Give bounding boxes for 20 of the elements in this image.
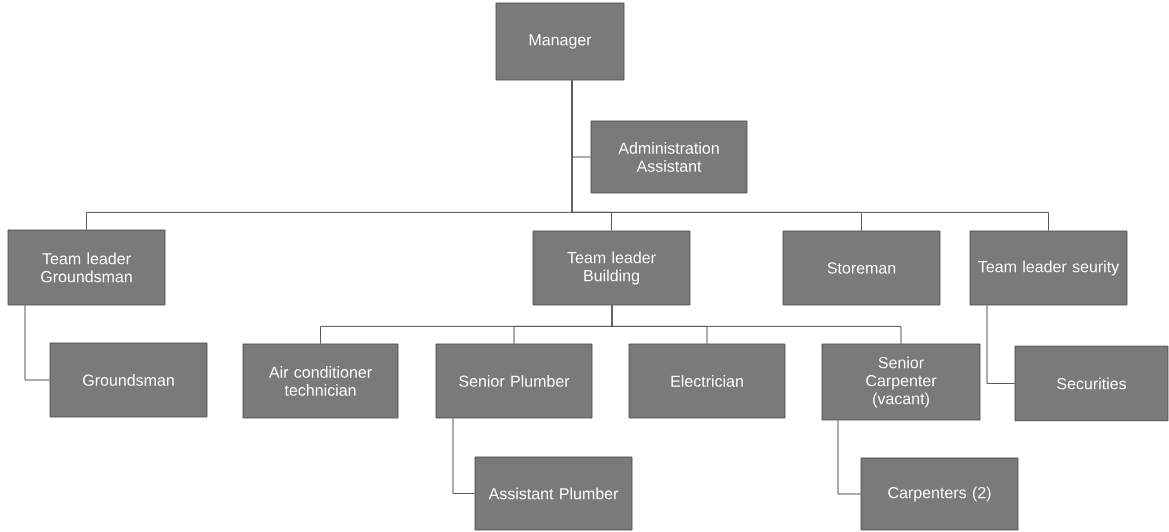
org-box: Groundsman: [49, 342, 208, 418]
connector-line: [571, 79, 1049, 232]
org-box: Senior Plumber: [435, 343, 593, 419]
org-box: Administration Assistant: [590, 120, 748, 194]
org-box: Manager: [495, 2, 625, 81]
org-box: Securities: [1014, 345, 1169, 422]
org-box: Carpenters (2): [860, 457, 1019, 531]
org-box: Air conditioner technician: [242, 343, 399, 419]
org-box: Team leader Groundsman: [7, 229, 166, 306]
org-box: Assistant Plumber: [474, 456, 633, 531]
org-box: Storeman: [782, 230, 941, 306]
org-box: Team leader seurity: [969, 230, 1128, 306]
connector-line: [24, 304, 51, 381]
connector-line: [611, 304, 902, 345]
org-box: Team leader Building: [532, 230, 691, 306]
connector-line: [837, 419, 862, 495]
org-box: Senior Carpenter (vacant): [821, 343, 981, 421]
connector-line: [986, 304, 1016, 384]
org-box: Electrician: [628, 343, 786, 419]
connector-line: [452, 417, 476, 494]
